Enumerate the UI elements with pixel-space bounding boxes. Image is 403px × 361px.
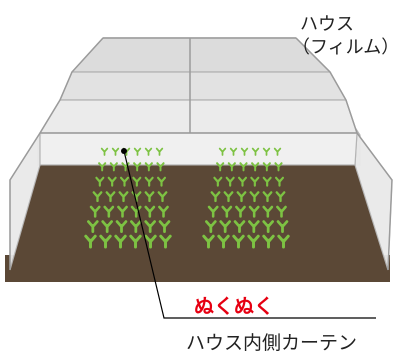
seedling — [274, 162, 283, 172]
seedling — [118, 191, 129, 203]
seedling — [262, 176, 272, 187]
seedling — [262, 205, 274, 218]
seedling — [95, 176, 105, 187]
seedling — [236, 191, 247, 203]
seedling — [262, 147, 271, 156]
leader-line — [123, 150, 376, 319]
seedling — [235, 205, 246, 218]
seedling — [210, 191, 221, 203]
seedling — [100, 147, 109, 156]
seedling — [132, 176, 142, 187]
seedling — [207, 205, 219, 218]
seedling — [216, 162, 225, 172]
seedling — [213, 176, 223, 187]
seedling — [144, 176, 154, 187]
seedling — [89, 205, 101, 218]
seedling — [217, 234, 230, 249]
seedling — [156, 176, 167, 187]
seedling — [107, 176, 117, 187]
seedling — [98, 162, 107, 172]
seedling — [276, 205, 287, 218]
seedling — [101, 220, 113, 234]
seedling — [130, 220, 142, 234]
seedling — [133, 162, 142, 172]
seedling — [277, 234, 290, 249]
seedling — [221, 205, 233, 218]
seedling — [84, 234, 97, 249]
seedling — [262, 220, 274, 234]
seedling — [273, 147, 282, 156]
seedling — [159, 234, 172, 249]
seedling — [114, 234, 127, 249]
seedling — [111, 147, 120, 156]
seedling — [119, 176, 130, 187]
seedling — [223, 191, 234, 203]
seedling — [251, 147, 260, 156]
seedling — [249, 191, 260, 203]
seedling — [232, 234, 245, 249]
seedling — [251, 162, 260, 172]
seedling — [262, 162, 271, 172]
seedling — [157, 191, 168, 203]
seedling — [205, 220, 217, 234]
warm-label: ぬくぬく — [194, 294, 274, 318]
seedling — [105, 191, 116, 203]
seedling — [129, 234, 142, 249]
seedling — [158, 220, 171, 234]
seedling — [276, 220, 289, 234]
house-eave — [38, 99, 358, 134]
seedling — [87, 220, 99, 234]
leader-dot — [121, 148, 127, 154]
seedling — [115, 220, 128, 234]
seedling — [156, 162, 165, 172]
seedling — [144, 191, 155, 203]
seedling — [133, 147, 142, 156]
house-frame — [9, 37, 393, 271]
seedling — [144, 147, 153, 156]
seedling — [218, 147, 227, 156]
house-label: ハウス — [300, 14, 354, 35]
seedling — [240, 147, 249, 156]
seedling — [219, 220, 231, 234]
seedling — [239, 162, 248, 172]
seedling — [202, 234, 215, 249]
seedling — [155, 147, 164, 156]
seedling — [103, 205, 115, 218]
seedling — [248, 205, 260, 218]
seedling — [99, 234, 112, 249]
inner-curtain — [39, 132, 358, 166]
seedling — [109, 162, 118, 172]
seedling — [117, 205, 128, 218]
seedling — [275, 191, 286, 203]
seedling — [250, 176, 260, 187]
curtain-label: ハウス内側カーテン — [186, 332, 358, 354]
seedling — [237, 176, 248, 187]
seedling — [144, 220, 156, 234]
seedling — [233, 220, 246, 234]
seedling — [92, 191, 103, 203]
seedling — [229, 147, 238, 156]
soil — [10, 165, 388, 270]
seedling — [227, 162, 236, 172]
soil-base — [5, 255, 390, 282]
seedling — [158, 205, 169, 218]
house-film-label: （フィルム） — [292, 37, 400, 58]
seedling — [248, 220, 260, 234]
house-roof-band — [59, 71, 348, 101]
seedling — [274, 176, 285, 187]
seedling — [144, 205, 156, 218]
seedling — [144, 234, 157, 249]
seedlings — [84, 147, 290, 249]
seedling — [262, 191, 273, 203]
seedling — [225, 176, 235, 187]
seedling — [262, 234, 275, 249]
seedling — [144, 162, 153, 172]
seedling — [247, 234, 260, 249]
